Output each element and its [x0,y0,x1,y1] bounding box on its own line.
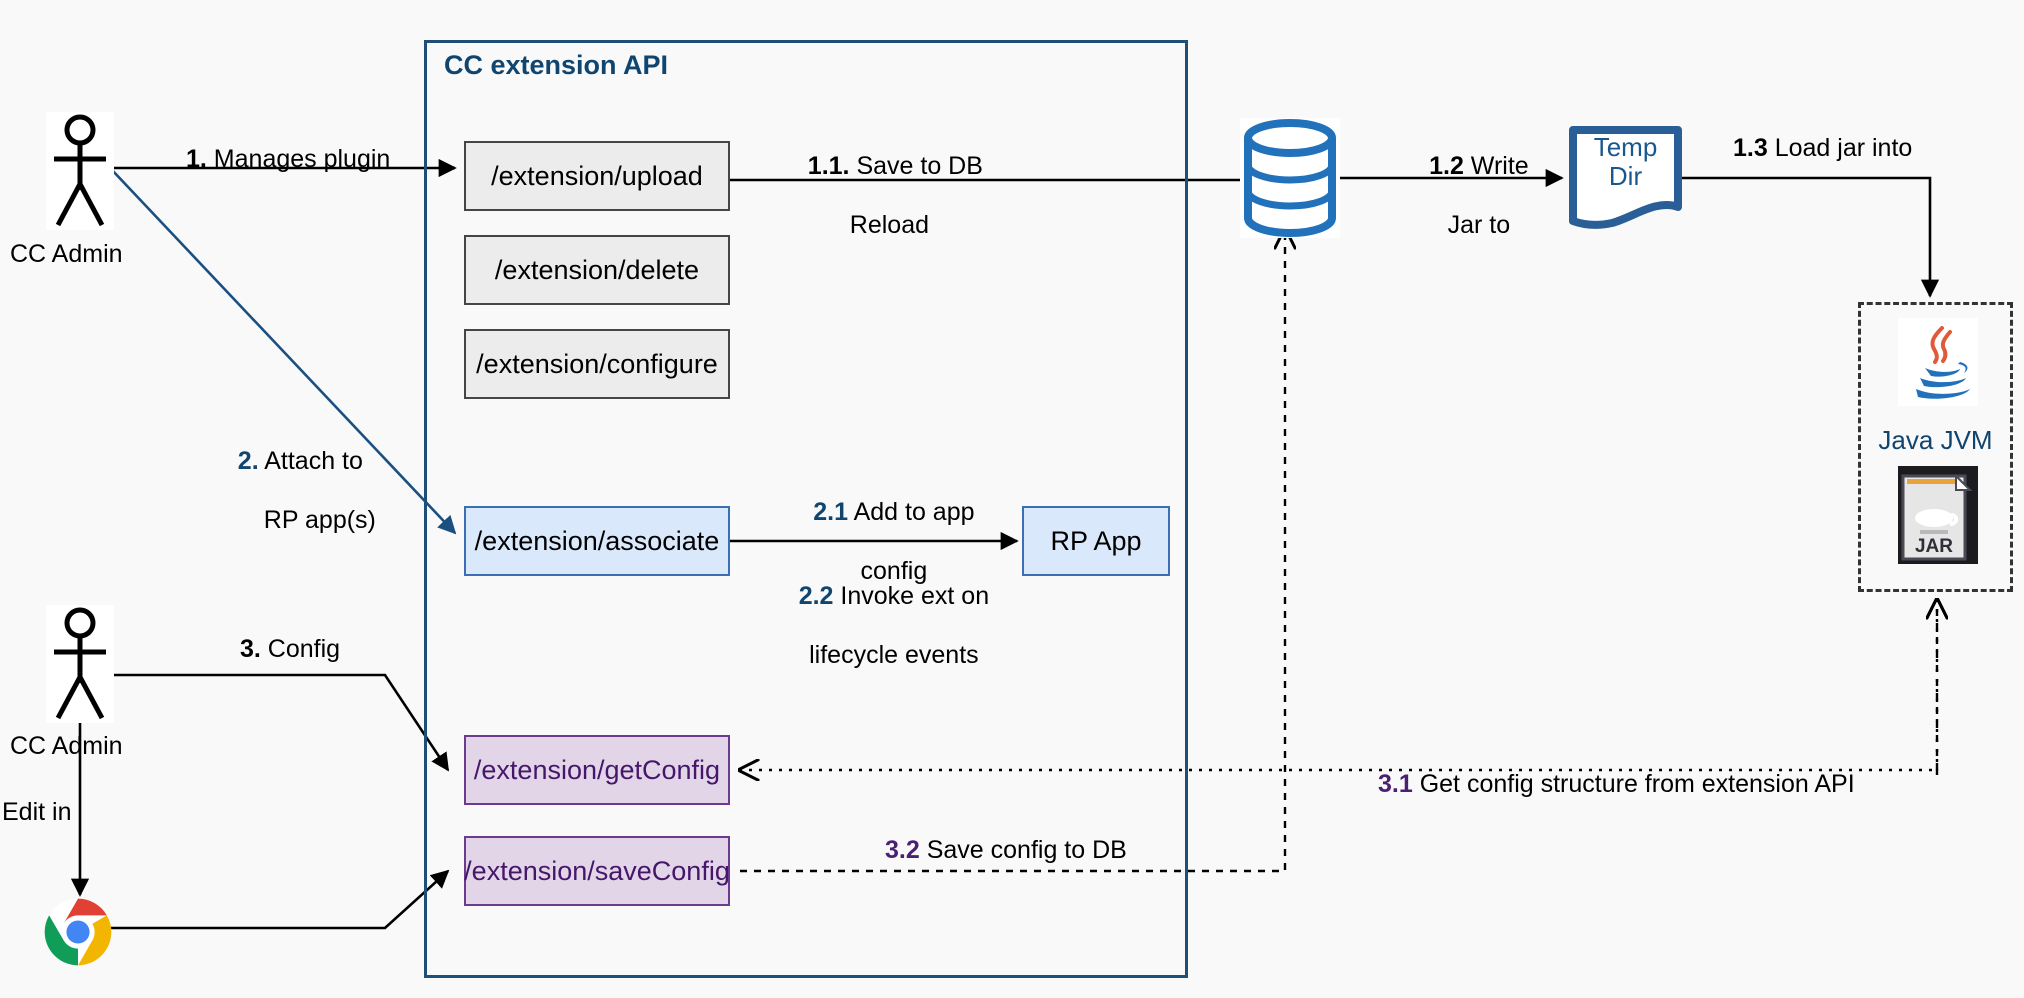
edge-text-1-1: Save to DB [849,151,983,180]
java-coffee-cup-icon [1898,318,1978,406]
edge-num-2-2: 2.2 [798,581,834,610]
endpoint-extension-upload[interactable]: /extension/upload [464,141,730,211]
node-java-jvm-container [1858,302,2013,592]
edge-text-1-2: Write [1463,151,1529,180]
rp-app-label: RP App [1050,525,1142,556]
edge-text-2-b: RP app(s) [263,505,376,534]
edge-num-1-1: 1.1. [807,151,850,180]
edge-label-manages-plugin: 1. Manages plugin [186,145,390,175]
edge-text-2: Attach to [258,446,363,475]
chrome-icon [44,898,112,966]
container-title: CC extension API [444,50,669,80]
edge-label-add-to-app-config: 2.1 Add to app config [780,468,980,616]
edge-label-attach-to-rp: 2. Attach to RP app(s) [210,417,376,565]
stick-figure-icon [46,605,114,723]
endpoint-extension-delete[interactable]: /extension/delete [464,235,730,305]
actor-cc-admin-1 [46,112,114,230]
edge-num-2: 2. [237,446,259,475]
stick-figure-icon [46,112,114,230]
temp-dir-icon [1569,126,1682,229]
edge-label-save-to-db: 1.1. Save to DB Reload [780,122,1030,270]
edge-text-2-2-b: lifecycle events [809,640,979,669]
edge-num-1-3: 1.3 [1733,134,1768,162]
jar-text: JAR [1915,536,1953,557]
java-logo-icon [1898,318,1978,406]
java-jvm-label: Java JVM [1878,425,1993,455]
endpoint-saveconfig-label: /extension/saveConfig [464,855,730,886]
edge-num-1-2: 1.2 [1429,151,1464,180]
edge-text-1-1-b: Reload [849,210,930,239]
edge-label-get-config-structure: 3.1 Get config structure from extension … [1378,770,1855,800]
edge-text-1: Manages plugin [206,145,391,173]
edge-config [112,673,450,772]
temp-dir-label: Temp Dir [1593,132,1658,192]
edge-label-write-jar-to: 1.2 Write Jar to [1385,122,1545,270]
edge-text-3-2: Save config to DB [919,836,1127,864]
node-database [1240,118,1340,238]
edge-num-3: 3. [240,635,261,663]
endpoint-delete-label: /extension/delete [494,254,700,285]
actor-cc-admin-1-label: CC Admin [10,240,123,268]
database-icon [1240,118,1340,238]
edge-label-invoke-ext-lifecycle: 2.2 Invoke ext on lifecycle events [765,552,995,700]
edge-label-edit-in: Edit in [2,798,72,826]
edge-text-1-3: Load jar into [1767,134,1913,162]
edge-label-config: 3. Config [240,635,340,665]
actor-cc-admin-2-label: CC Admin [10,732,123,760]
node-temp-dir [1568,125,1683,230]
endpoint-associate-label: /extension/associate [474,525,720,556]
endpoint-upload-label: /extension/upload [491,160,703,191]
endpoint-extension-getconfig[interactable]: /extension/getConfig [464,735,730,805]
endpoint-getconfig-label: /extension/getConfig [473,754,721,785]
edge-num-3-1: 3.1 [1378,770,1413,798]
edge-label-load-jar-into: 1.3 Load jar into [1733,134,1912,164]
edge-text-3-1: Get config structure from extension API [1412,770,1855,798]
cc-extension-api-container [424,40,1188,978]
endpoint-extension-saveconfig[interactable]: /extension/saveConfig [464,836,730,906]
edge-num-3-2: 3.2 [885,836,920,864]
actor-cc-admin-2 [46,605,114,723]
edge-text-1-2-b: Jar to [1447,210,1511,239]
edge-text-2-2: Invoke ext on [833,581,990,610]
endpoint-extension-associate[interactable]: /extension/associate [464,506,730,576]
endpoint-configure-label: /extension/configure [476,348,718,379]
endpoint-extension-configure[interactable]: /extension/configure [464,329,730,399]
jar-file-icon: JAR [1898,466,1978,564]
edge-num-1: 1. [186,145,207,173]
node-rp-app[interactable]: RP App [1022,506,1170,576]
jar-file-icon-glyph: JAR [1898,466,1978,564]
edge-text-2-1-b: config [860,556,928,585]
edge-label-save-config-to-db: 3.2 Save config to DB [885,836,1127,866]
edge-load-jar-into [1681,176,1940,298]
edge-num-2-1: 2.1 [813,497,849,526]
chrome-browser-icon[interactable] [44,898,112,966]
edge-text-2-1: Add to app [848,497,975,526]
edge-chrome-to-saveconfig [110,869,450,930]
edge-text-3: Config [260,635,341,663]
